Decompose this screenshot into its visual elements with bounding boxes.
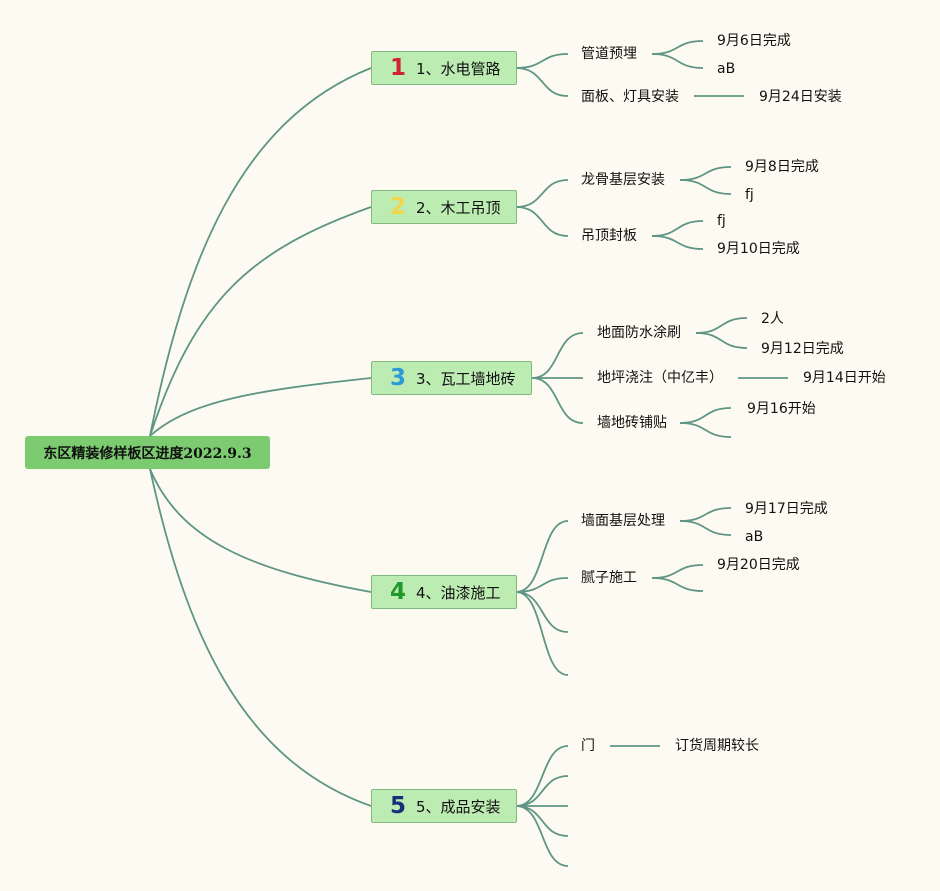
- edge-root-b5: [149, 468, 372, 807]
- number-4-icon: 4: [389, 579, 406, 605]
- branch-label: 3、瓦工墙地砖: [416, 369, 516, 388]
- subtopic-label[interactable]: 吊顶封板: [581, 228, 637, 244]
- leaf-label[interactable]: 9月14日开始: [803, 370, 886, 386]
- subtopic-label[interactable]: 墙地砖铺贴: [597, 415, 667, 431]
- number-2-icon: 2: [389, 194, 406, 220]
- branch-topic-2[interactable]: 2 2、木工吊顶: [371, 190, 517, 224]
- edge-root-b3: [149, 377, 372, 437]
- number-5-icon: 5: [389, 793, 406, 819]
- branch-topic-5[interactable]: 5 5、成品安装: [371, 789, 517, 823]
- branch-topic-1[interactable]: 1 1、水电管路: [371, 51, 517, 85]
- leaf-label[interactable]: aB: [717, 61, 736, 77]
- subtopic-label[interactable]: 管道预埋: [581, 46, 637, 62]
- leaf-label[interactable]: fj: [717, 213, 726, 229]
- branch-label: 1、水电管路: [416, 59, 501, 78]
- edge-root-b2: [149, 206, 372, 437]
- subtopic-label[interactable]: 地坪浇注（中亿丰）: [597, 370, 723, 386]
- subtopic-label[interactable]: 门: [581, 738, 595, 754]
- leaf-label[interactable]: 9月17日完成: [745, 501, 828, 517]
- leaf-label[interactable]: 订货周期较长: [675, 738, 759, 754]
- subtopic-label[interactable]: 面板、灯具安装: [581, 89, 679, 105]
- number-1-icon: 1: [389, 55, 406, 81]
- leaf-label[interactable]: fj: [745, 187, 754, 203]
- subtopic-label[interactable]: 龙骨基层安装: [581, 172, 665, 188]
- leaf-label[interactable]: 9月10日完成: [717, 241, 800, 257]
- leaf-label[interactable]: 9月16开始: [747, 401, 816, 417]
- branch-topic-3[interactable]: 3 3、瓦工墙地砖: [371, 361, 532, 395]
- leaf-label[interactable]: 9月8日完成: [745, 159, 819, 175]
- root-topic[interactable]: 东区精装修样板区进度2022.9.3: [25, 436, 270, 469]
- leaf-label[interactable]: 9月12日完成: [761, 341, 844, 357]
- number-3-icon: 3: [389, 365, 406, 391]
- branch-label: 5、成品安装: [416, 797, 501, 816]
- edge-root-b1: [149, 67, 372, 437]
- branch-topic-4[interactable]: 4 4、油漆施工: [371, 575, 517, 609]
- leaf-label[interactable]: 9月20日完成: [717, 557, 800, 573]
- leaf-label[interactable]: 9月24日安装: [759, 89, 842, 105]
- leaf-label[interactable]: 9月6日完成: [717, 33, 791, 49]
- leaf-label[interactable]: aB: [745, 529, 764, 545]
- branch-label: 4、油漆施工: [416, 583, 501, 602]
- edge-root-b4: [149, 468, 372, 593]
- subtopic-label[interactable]: 地面防水涂刷: [597, 325, 681, 341]
- leaf-label[interactable]: 2人: [761, 311, 784, 327]
- branch-label: 2、木工吊顶: [416, 198, 501, 217]
- subtopic-label[interactable]: 墙面基层处理: [581, 513, 665, 529]
- subtopic-label[interactable]: 腻子施工: [581, 570, 637, 586]
